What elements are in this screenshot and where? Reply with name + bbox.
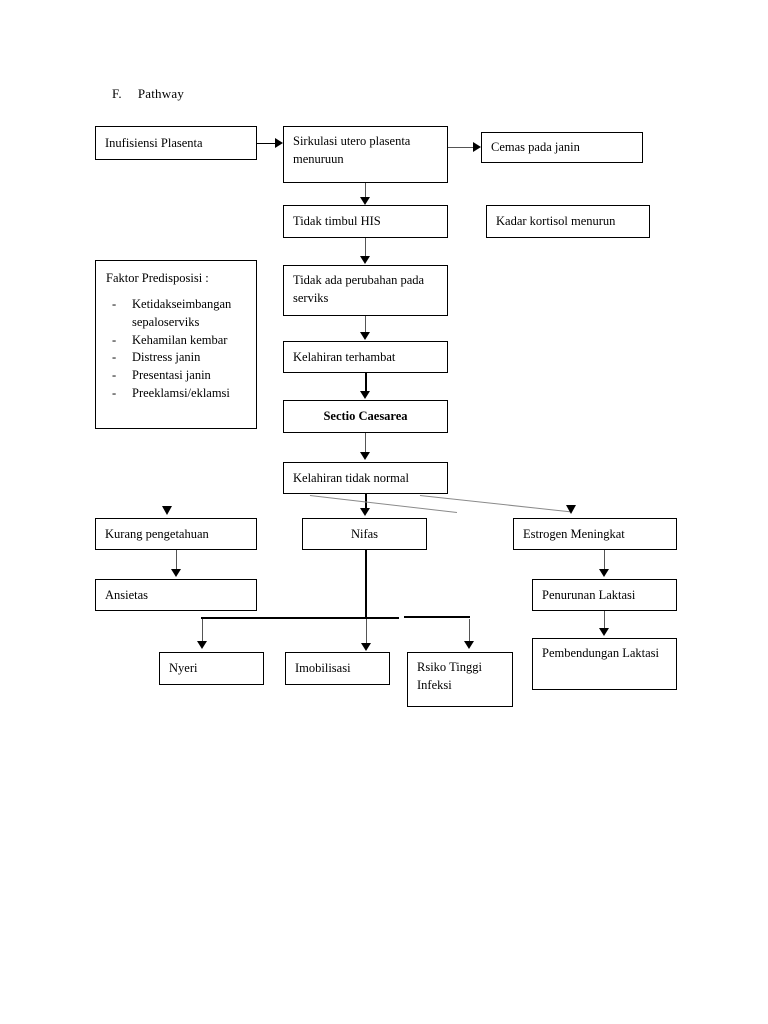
node-label: Estrogen Meningkat [523,526,625,541]
connector-his-to-perubahan [365,238,366,257]
node-label: Imobilisasi [295,661,351,676]
node-inufisiensi-plasenta[interactable]: Inufisiensi Plasenta [95,126,257,160]
node-kelahiran-tidak-normal[interactable]: Kelahiran tidak normal [283,462,448,494]
node-estrogen-meningkat[interactable]: Estrogen Meningkat [513,518,677,550]
node-tidak-ada-perubahan-pada-serviks[interactable]: Tidak ada perubahan pada serviks [283,265,448,316]
connector-inufisiensi-to-sirkulasi [257,143,276,144]
node-faktor-predisposisi[interactable]: Faktor Predisposisi : Ketidakseimbangan … [95,260,257,429]
page-title: F. Pathway [112,86,184,102]
connector-perubahan-to-terhambat [365,316,366,333]
node-kurang-pengetahuan[interactable]: Kurang pengetahuan [95,518,257,550]
node-label: Ansietas [105,587,149,602]
arrow-right-icon [275,138,283,148]
node-penurunan-laktasi[interactable]: Penurunan Laktasi [532,579,677,611]
connector-bus-to-nyeri [202,619,203,642]
page-title-letter: F. [112,86,122,101]
connector-nifas-to-bus [365,550,367,618]
node-label: Sirkulasi utero plasenta menuruun [293,134,411,167]
connector-penurunan-to-pembendungan [604,611,605,629]
node-kadar-kortisol-menurun[interactable]: Kadar kortisol menurun [486,205,650,238]
arrow-right-icon [473,142,481,152]
connector-bus-right [404,616,470,618]
connector-kurangpengetahuan-to-ansietas [176,550,177,570]
node-nifas[interactable]: Nifas [302,518,427,550]
list-item: Presentasi janin [106,367,246,385]
node-label: Kadar kortisol menurun [496,214,616,229]
node-label: Nyeri [169,661,198,676]
list-item: Ketidakseimbangan sepaloserviks [106,296,246,332]
list-item: Kehamilan kembar [106,332,246,350]
node-nyeri[interactable]: Nyeri [159,652,264,685]
node-label: Cemas pada janin [491,140,580,155]
connector-bus-left [201,617,399,619]
node-label: Tidak ada perubahan pada serviks [293,273,425,306]
node-label: Kelahiran tidak normal [293,470,409,485]
node-risiko-tinggi-infeksi[interactable]: Rsiko Tinggi Infeksi [407,652,513,707]
node-label: Penurunan Laktasi [542,587,636,602]
node-label: Pembendungan Laktasi [542,646,659,660]
arrow-down-icon [360,256,370,264]
node-label: Kelahiran terhambat [293,349,396,364]
list-item: Distress janin [106,349,246,367]
connector-terhambat-to-sectio [365,373,367,392]
arrow-down-icon [361,643,371,651]
arrow-down-icon [360,391,370,399]
arrow-down-icon [171,569,181,577]
node-sirkulasi-utero-plasenta[interactable]: Sirkulasi utero plasenta menuruun [283,126,448,183]
node-label: Tidak timbul HIS [293,214,381,229]
arrow-down-icon [566,505,576,514]
node-label: Rsiko Tinggi Infeksi [417,660,482,693]
arrow-down-icon [464,641,474,649]
faktor-predisposisi-title: Faktor Predisposisi : [106,271,209,285]
connector-sirkulasi-to-his [365,183,366,199]
arrow-down-icon [360,508,370,516]
node-label: Nifas [350,526,379,541]
node-sectio-caesarea[interactable]: Sectio Caesarea [283,400,448,433]
connector-bus-to-imobilisasi [366,619,367,644]
node-pembendungan-laktasi[interactable]: Pembendungan Laktasi [532,638,677,690]
connector-sirkulasi-to-cemas [448,147,474,148]
node-imobilisasi[interactable]: Imobilisasi [285,652,390,685]
node-ansietas[interactable]: Ansietas [95,579,257,611]
connector-bus-to-risikoinfeksi [469,619,470,642]
node-label: Sectio Caesarea [323,409,408,424]
arrow-down-icon [360,452,370,460]
arrow-down-icon [599,569,609,577]
node-cemas-pada-janin[interactable]: Cemas pada janin [481,132,643,163]
faktor-predisposisi-list: Ketidakseimbangan sepaloserviks Kehamila… [106,296,246,403]
list-item: Preeklamsi/eklamsi [106,385,246,403]
connector-estrogen-to-penurunanlaktasi [604,550,605,570]
node-label: Kurang pengetahuan [105,526,209,541]
node-kelahiran-terhambat[interactable]: Kelahiran terhambat [283,341,448,373]
node-label: Inufisiensi Plasenta [105,135,203,150]
connector-sectio-to-tidaknormal [365,433,366,453]
arrow-down-icon [360,332,370,340]
arrow-down-icon [197,641,207,649]
arrow-down-icon [360,197,370,205]
page-title-text: Pathway [137,86,185,101]
arrow-down-icon [599,628,609,636]
node-tidak-timbul-his[interactable]: Tidak timbul HIS [283,205,448,238]
arrow-down-icon [162,506,172,515]
